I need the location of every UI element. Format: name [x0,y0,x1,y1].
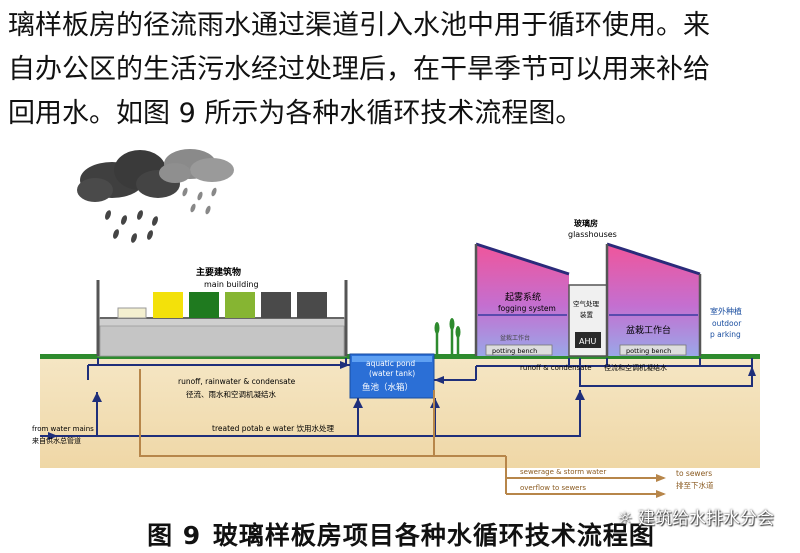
fogging-label-en: fogging system [498,304,556,313]
pond-label-en-1: aquatic pond [366,359,415,368]
outdoor-label-en-2: p arking [710,330,741,339]
outdoor-label-en-1: outdoor [712,319,742,328]
potting-bench-left-label: potting bench [492,347,537,355]
pond-label-zh: 鱼池（水箱） [362,382,413,393]
glasshouse-left [474,242,570,356]
overflow-label-en-2: overflow to sewers [520,484,586,492]
ahu-label: AHU [579,337,596,346]
intro-paragraph: 璃样板房的径流雨水通过渠道引入水池中用于循环使用。来 自办公区的生活污水经过处理… [8,4,792,136]
glasshouses-label-en: glasshouses [568,230,617,239]
runoff-left-label-zh: 径流、雨水和空调机凝结水 [186,389,276,399]
watermark-text: 建筑给水排水分会 [638,509,774,529]
potting-bench-left-small: 盆栽工作台 [500,334,530,342]
water-cycle-diagram: 主要建筑物 main building aquatic pond (water … [32,149,760,498]
sewer-pipe-network [139,369,664,495]
main-building-label-zh: 主要建筑物 [196,266,241,278]
aquatic-pond [349,353,435,399]
potting-bench-right-label: potting bench [626,347,671,355]
outdoor-label-zh: 室外种植 [710,306,742,316]
ahu-unit [568,284,608,357]
potting-bench-right-zh: 盆栽工作台 [626,324,671,336]
ahu-label-zh-2: 装置 [580,310,594,319]
sewer-arrows [656,474,666,498]
glasshouse-right [605,242,702,356]
paragraph-line-1: 璃样板房的径流雨水通过渠道引入水池中用于循环使用。来 [8,10,710,41]
figure-caption: 图 9 玻璃样板房项目各种水循环技术流程图 [0,516,800,552]
pond-label-en-2: (water tank) [369,369,415,378]
paragraph-line-2: 自办公区的生活污水经过处理后，在干旱季节可以用来补给 [8,54,710,85]
caption-label: 图 9 [147,521,202,550]
mains-label-zh: 来自供水总管道 [32,436,81,445]
caption-text: 玻璃样板房项目各种水循环技术流程图 [212,521,655,550]
overflow-label-en-1: sewerage & storm water [520,468,606,476]
runoff-left-label-en: runoff, rainwater & condensate [178,377,296,386]
ahu-label-zh-1: 空气处理 [573,299,600,308]
watermark: ☼ 建筑给水排水分会 [617,504,774,529]
runoff-right-label-en: runoff & condensate [520,364,592,372]
sewers-label-zh: 排至下水道 [676,480,714,490]
treated-water-label: treated potab e water 饮用水处理 [212,423,335,433]
main-building [96,280,348,357]
sewers-label-en: to sewers [676,469,712,478]
reeds-icon [434,318,461,354]
wechat-icon: ☼ [617,509,633,529]
paragraph-line-3: 回用水。如图 9 所示为各种水循环技术流程图。 [8,98,583,129]
runoff-pipe-network [40,358,753,437]
mains-label-en: from water mains [32,425,94,433]
main-building-label-en: main building [204,280,259,289]
light-cloud-icon [159,149,234,183]
runoff-right-label-zh: 径流和空调机凝结水 [604,363,667,372]
glasshouses-label-zh: 玻璃房 [574,218,598,228]
fogging-label-zh: 起雾系统 [505,291,541,303]
raindrops-icon [105,187,217,243]
